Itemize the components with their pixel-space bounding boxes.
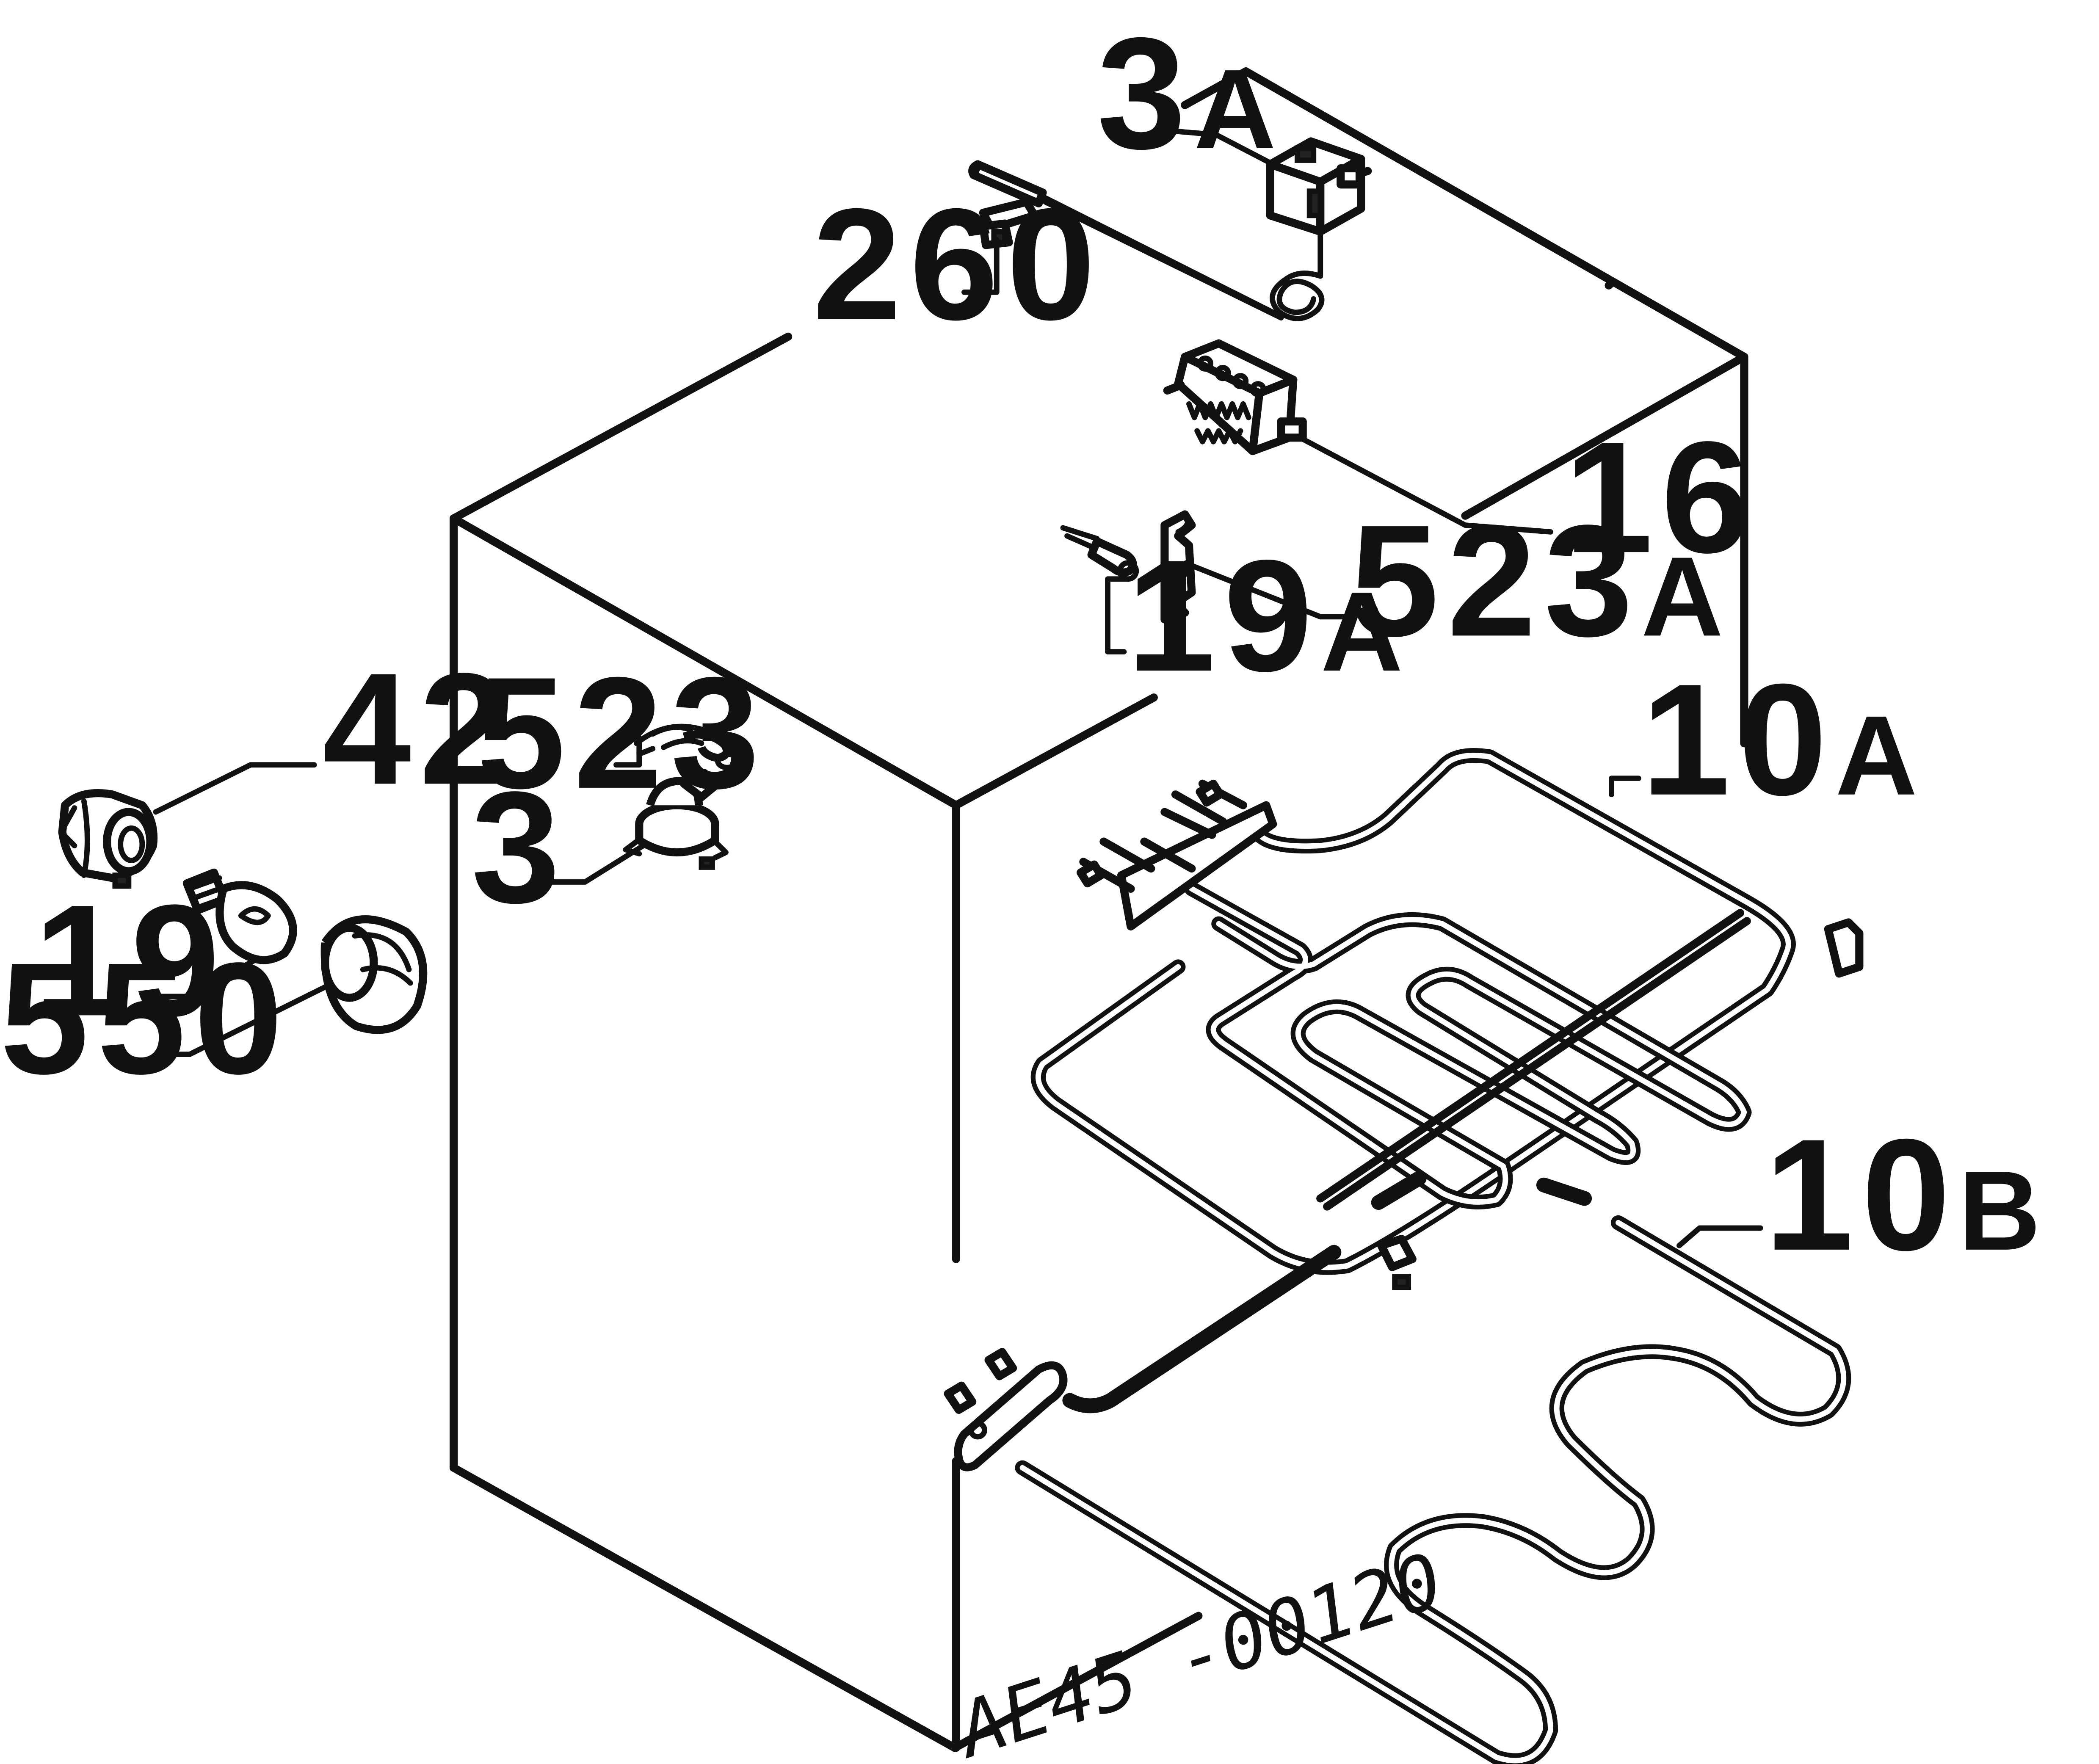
label-safety-thermostat-3: 3 xyxy=(471,758,568,936)
label-lamp-cover-550: 550 xyxy=(0,929,291,1107)
label-selector-switch-16: 16 xyxy=(1564,408,1758,586)
lower-element-10b xyxy=(944,1170,1851,1764)
lamp-holder-42 xyxy=(58,789,158,889)
selector-switch-16 xyxy=(1163,339,1307,455)
probe-clip-260 xyxy=(979,198,1039,249)
safety-thermostat-3 xyxy=(623,769,729,870)
label-lower-element-10b: 10B xyxy=(1765,1106,2049,1284)
label-lamp-holder-42: 42 xyxy=(322,640,516,817)
leader-lines xyxy=(146,128,1763,1248)
oven-cabinet-outline xyxy=(449,67,1748,1752)
label-oven-lamp-19: 19 xyxy=(34,871,228,1049)
indicator-lamp-19a xyxy=(1060,525,1139,582)
upper-element-10a xyxy=(1030,748,1864,1290)
label-bracket-523a: 523A xyxy=(1350,491,1732,669)
label-probe-clip-260: 260 xyxy=(812,175,1103,353)
label-indicator-lamp-19a: 19A xyxy=(1127,527,1411,704)
lamp-cover-550 xyxy=(320,915,428,1034)
thermostat-3a xyxy=(968,137,1372,321)
callout-labels: 3A 260 16 523A 19A 10A 10B 42 523 3 19 5… xyxy=(0,4,2049,1284)
label-thermostat-3a: 3A xyxy=(1097,4,1284,182)
bracket-523a xyxy=(1160,510,1196,624)
label-bracket-523: 523 xyxy=(477,644,768,822)
oven-lamp-19 xyxy=(182,868,297,964)
label-upper-element-10a: 10A xyxy=(1641,651,1925,828)
